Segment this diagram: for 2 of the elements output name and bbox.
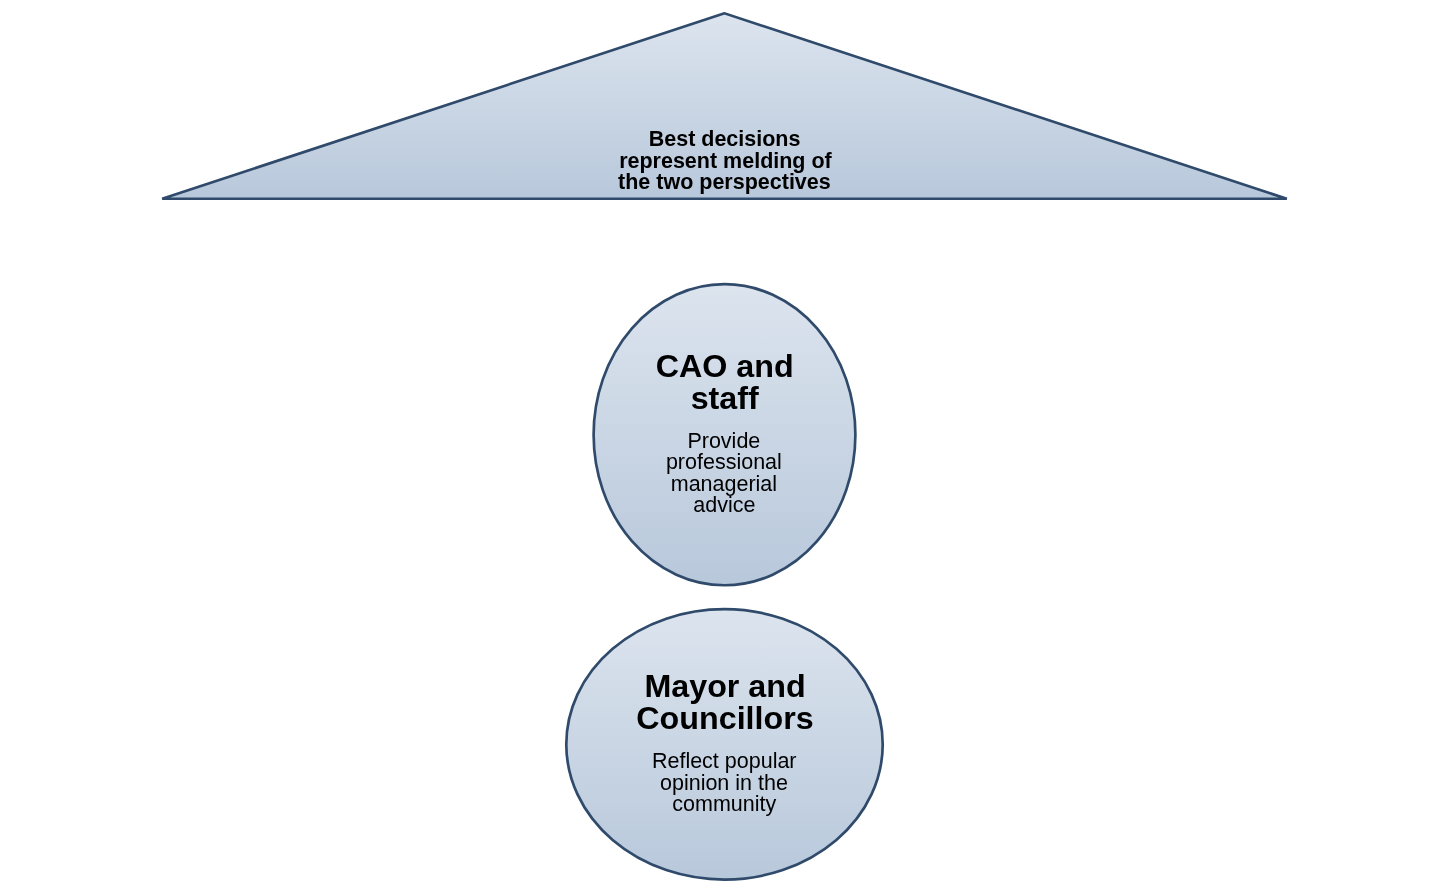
node-ellipse: CAO and staff Provide professional managerial advice (592, 282, 857, 587)
node-ellipse: Mayor and Councillors Reflect popular opinion in the community (564, 607, 885, 881)
